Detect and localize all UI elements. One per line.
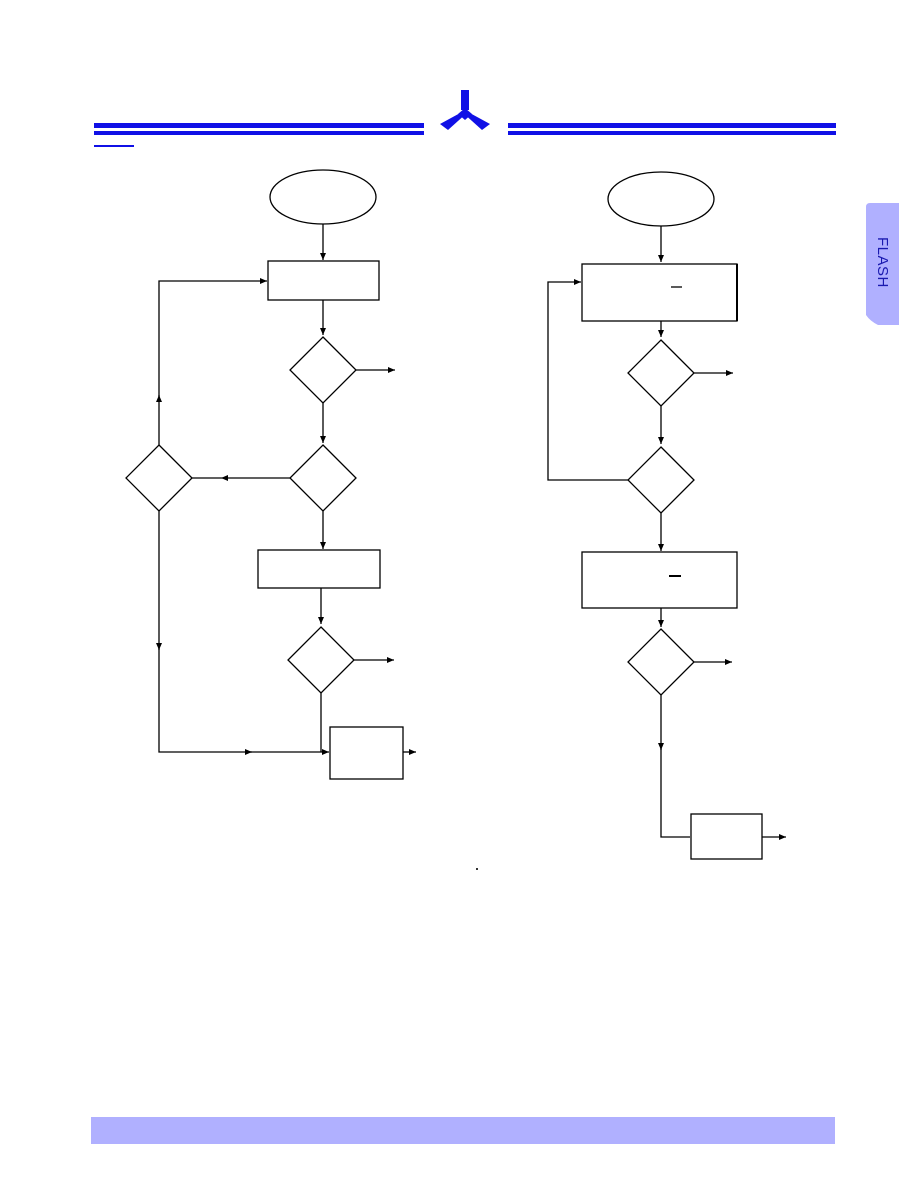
side-tab-label: FLASH: [874, 236, 891, 288]
tri-y-logo-icon: [440, 90, 490, 130]
left-decision-2: [289, 444, 357, 512]
header-bar-right-top: [508, 123, 836, 128]
right-decision-3: [627, 628, 695, 696]
footer-bar: [91, 1117, 835, 1144]
left-decision-loop: [125, 444, 193, 512]
left-end-box: [329, 726, 404, 780]
left-process-box-2: [257, 549, 381, 589]
right-process-box-2: [581, 551, 738, 609]
header-bar-right-bottom: [508, 131, 836, 135]
header-underline: [94, 145, 134, 147]
right-end-box: [690, 813, 763, 860]
left-decision-1: [289, 336, 357, 404]
header-bar-left-top: [94, 123, 424, 128]
left-start-ellipse: [269, 169, 377, 225]
side-tab-shape: [866, 203, 899, 325]
right-start-ellipse: [607, 171, 715, 227]
right-process-box-1: [581, 263, 738, 322]
right-decision-1: [627, 339, 695, 407]
header-bar-left-bottom: [94, 131, 424, 135]
stray-dot: [476, 868, 478, 870]
left-decision-3: [287, 626, 355, 694]
left-process-box-1: [267, 260, 380, 301]
right-decision-2: [627, 446, 695, 514]
